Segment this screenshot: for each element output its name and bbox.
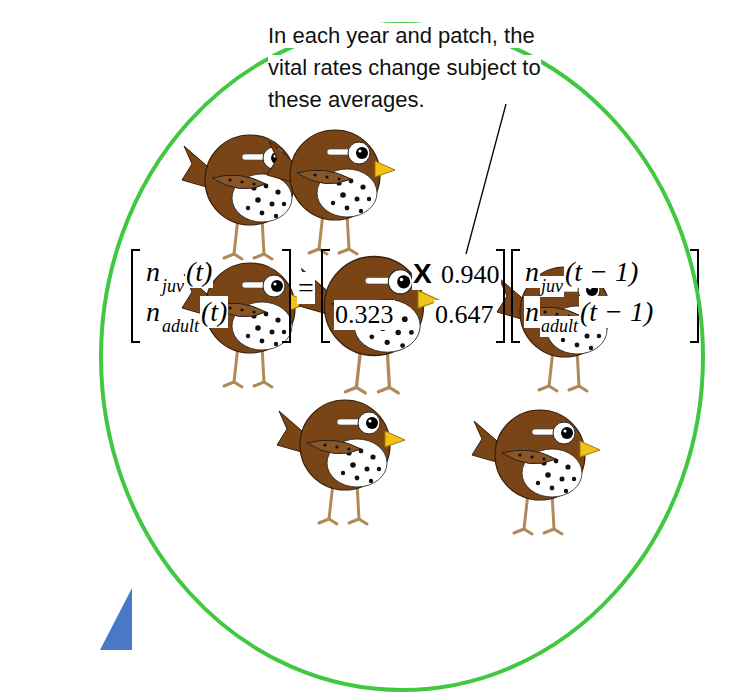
bird-figure xyxy=(182,135,310,259)
region-circle: In each year and patch, the vital rates … xyxy=(99,22,705,692)
subscript: juv xyxy=(540,276,564,297)
variable-symbol: (t) xyxy=(185,256,213,288)
region-ellipse xyxy=(101,24,703,690)
equals-sign: = xyxy=(297,272,315,304)
subscript: juv xyxy=(161,276,185,297)
bird-figure xyxy=(267,130,395,254)
variable-symbol: (t) xyxy=(200,296,228,328)
subscript: adult xyxy=(161,316,200,337)
variable-symbol: n xyxy=(145,256,161,288)
leader-line xyxy=(466,104,506,254)
subscript: adult xyxy=(540,316,579,337)
bracket xyxy=(322,250,330,342)
bracket xyxy=(132,250,140,342)
bird-figure xyxy=(472,410,600,534)
callout-text: In each year and patch, the vital rates … xyxy=(268,23,541,112)
matrix-entry: 0.940 xyxy=(440,260,501,290)
variable-symbol: (t − 1) xyxy=(579,296,654,328)
variable-symbol: n xyxy=(145,296,161,328)
matrix-entry: 0.647 xyxy=(434,300,495,330)
bracket xyxy=(512,250,520,342)
variable-symbol: n xyxy=(524,256,540,288)
bird-figure xyxy=(299,257,440,393)
region-outline xyxy=(99,22,705,692)
variable-symbol: (t − 1) xyxy=(564,256,639,288)
unknown-marker: X xyxy=(412,258,433,290)
bird-figure xyxy=(277,400,405,524)
matrix-entry: 0.323 xyxy=(334,300,395,330)
callout-text-box: In each year and patch, the vital rates … xyxy=(268,20,568,116)
blue-pointer xyxy=(100,588,132,650)
variable-symbol: n xyxy=(524,296,540,328)
bracket xyxy=(282,250,290,342)
matrix-brackets xyxy=(132,250,698,342)
